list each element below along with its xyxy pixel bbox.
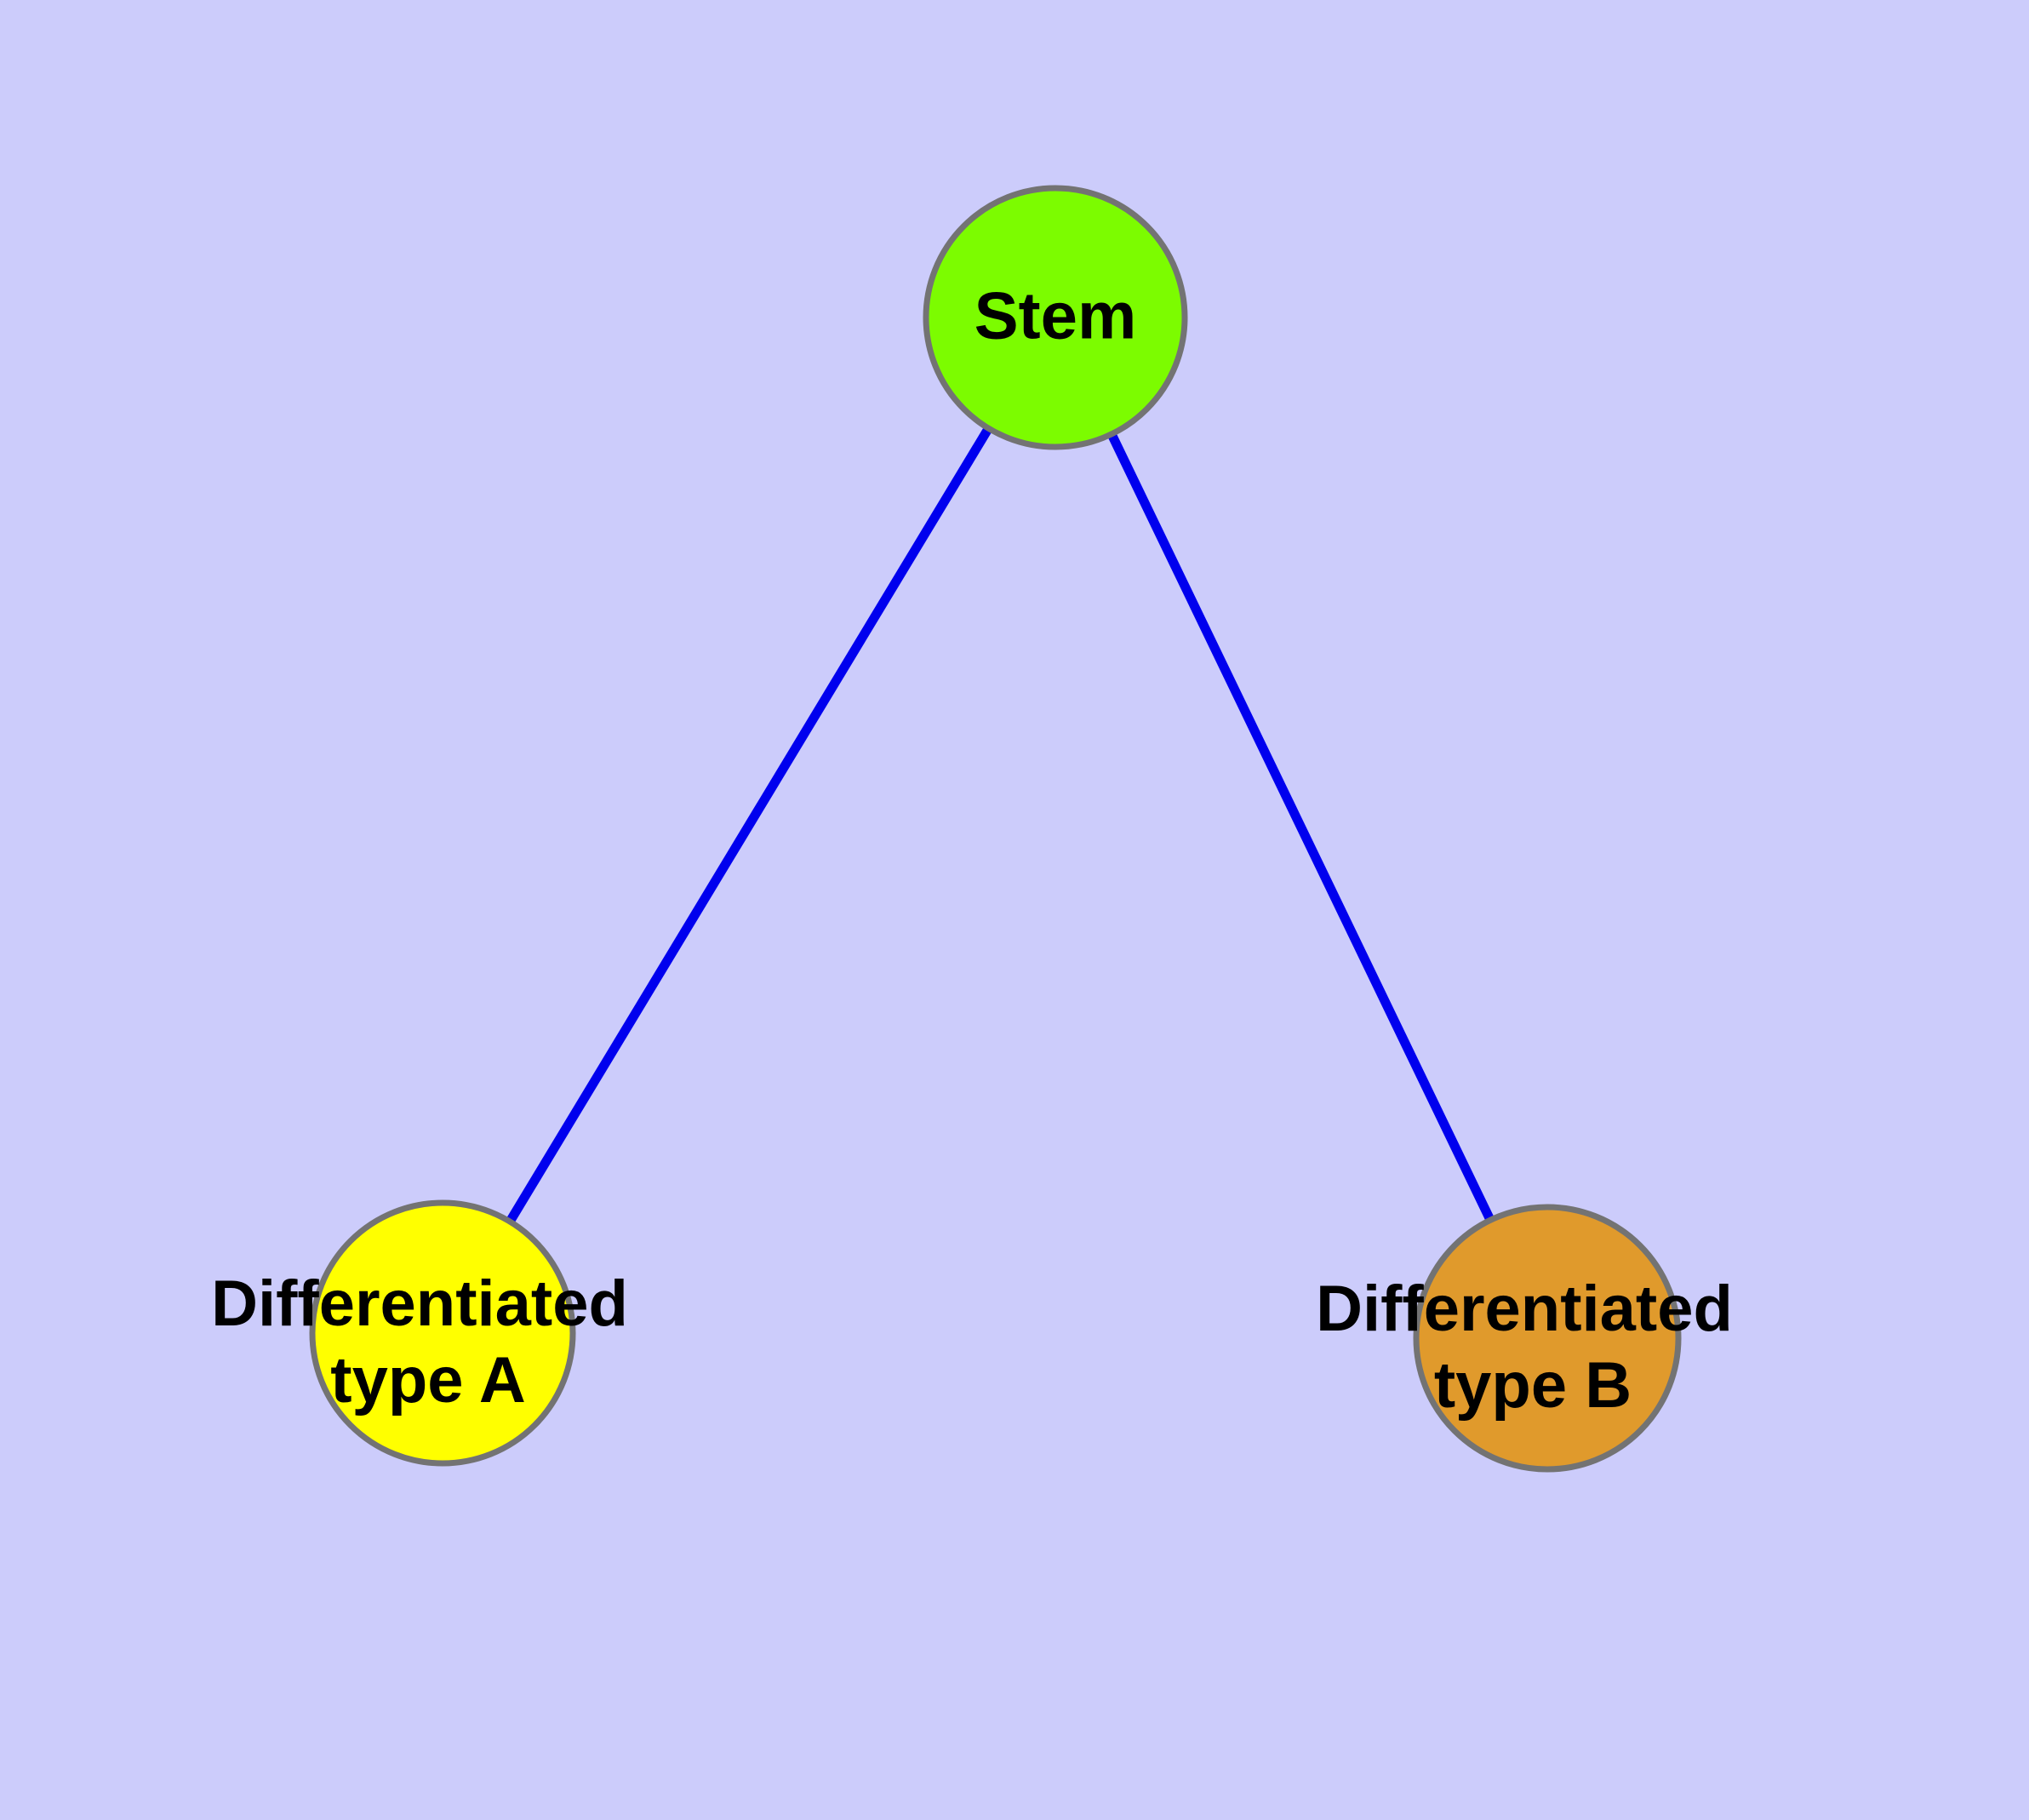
node-circle-stem[interactable] (923, 185, 1188, 450)
edges-layer (438, 315, 1552, 1341)
node-label-stem: Stem (974, 278, 1137, 353)
nodes-layer: Stem Differentiated type A Differentiate… (211, 185, 1733, 1473)
node-circle-differentiated-type-a[interactable] (309, 1199, 576, 1467)
node-label-differentiated-type-b-line2: type B (1434, 1349, 1632, 1422)
node-stem[interactable]: Stem (923, 185, 1188, 450)
node-label-differentiated-type-b-line1: Differentiated (1316, 1273, 1733, 1345)
node-differentiated-type-a[interactable]: Differentiated type A (211, 1199, 628, 1467)
node-circle-differentiated-type-b[interactable] (1413, 1204, 1682, 1473)
node-label-differentiated-type-a-line2: type A (330, 1344, 525, 1417)
node-differentiated-type-b[interactable]: Differentiated type B (1316, 1204, 1733, 1473)
node-label-differentiated-type-a-line1: Differentiated (211, 1268, 628, 1340)
edge-stem-to-differentiated-type-b[interactable] (1051, 315, 1552, 1341)
edge-stem-to-differentiated-type-a[interactable] (438, 315, 1060, 1336)
